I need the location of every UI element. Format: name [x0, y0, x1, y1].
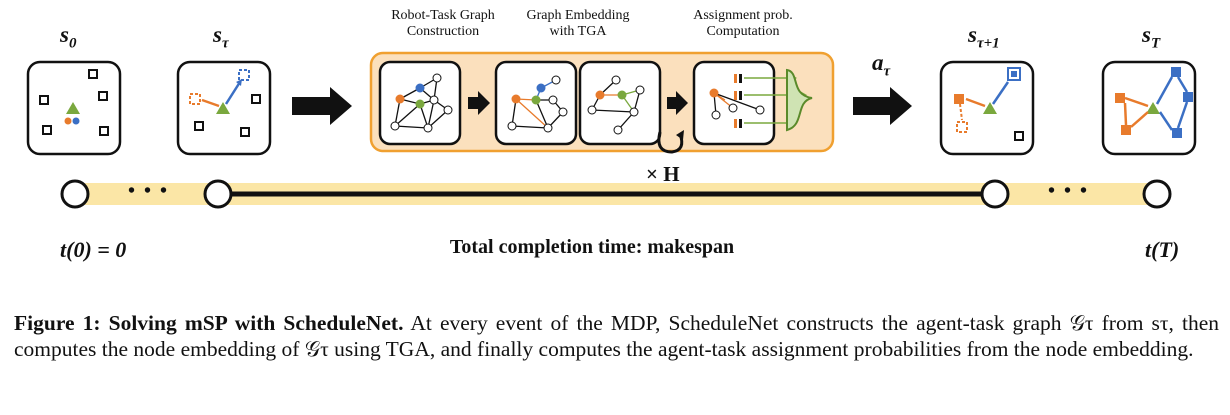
- caption-text: At every event of the MDP, ScheduleNet c…: [14, 311, 1219, 361]
- repeat-label: × H: [646, 162, 680, 186]
- timeline-node-end: [1142, 179, 1172, 209]
- arrow-right-icon: [468, 91, 490, 115]
- timeline-end-label: t(T): [1145, 237, 1180, 262]
- timeline-node-tau: [203, 179, 233, 209]
- state-box-stau1: [939, 60, 1035, 156]
- stage-label-construction: Robot-Task Graph Construction: [391, 8, 495, 39]
- label-stau1: sτ+1: [968, 22, 1000, 52]
- state-box-stau: [176, 60, 272, 156]
- arrow-right-icon: [292, 87, 352, 125]
- timeline-start-label: t(0) = 0: [60, 237, 127, 262]
- arrow-right-icon: [667, 91, 688, 115]
- timeline-dots-left: • • •: [128, 180, 170, 202]
- graph-embedding-box-a: [494, 60, 578, 146]
- label-stau: sτ: [213, 22, 229, 52]
- label-s0: s0: [60, 22, 77, 52]
- figure-diagram: [26, 51, 1197, 209]
- loop-arrowhead-icon: [676, 130, 684, 140]
- stage-label-assignment: Assignment prob. Computation: [693, 8, 793, 39]
- timeline-center-label: Total completion time: makespan: [449, 236, 735, 258]
- state-box-sT: [1101, 60, 1197, 156]
- timeline-dots-right: • • •: [1048, 180, 1090, 202]
- graph-construction-box: [378, 60, 462, 146]
- figure-caption: Figure 1: Solving mSP with ScheduleNet. …: [14, 310, 1219, 362]
- stage-label-embedding: Graph Embedding with TGA: [526, 8, 630, 39]
- arrow-right-icon: [853, 87, 912, 125]
- state-box-s0: [26, 60, 122, 156]
- timeline-node-start: [60, 179, 90, 209]
- label-action: aτ: [872, 50, 891, 80]
- loop-arrow-icon: [657, 131, 684, 154]
- probability-distribution-icon: [786, 68, 813, 132]
- graph-embedding-box-b: [578, 60, 662, 146]
- assignment-box: [692, 60, 776, 146]
- timeline-node-tau1: [980, 179, 1010, 209]
- caption-label: Figure 1: Solving mSP with ScheduleNet.: [14, 311, 404, 335]
- label-sT: sT: [1142, 22, 1161, 52]
